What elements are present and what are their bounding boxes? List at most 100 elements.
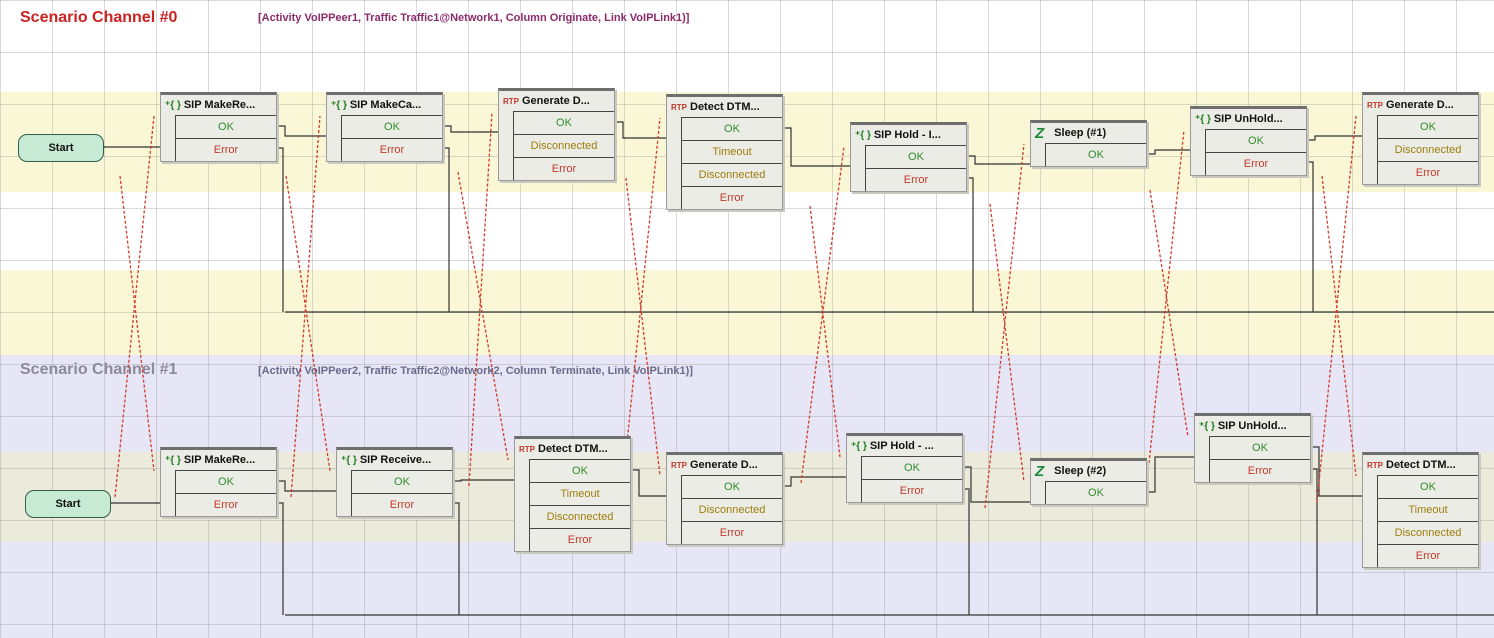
output-ok[interactable]: OK <box>866 145 966 168</box>
output-ok[interactable]: OK <box>176 115 276 138</box>
rtp-icon: RTP <box>503 96 519 106</box>
sync-line <box>468 111 493 487</box>
flow-line <box>1145 456 1194 493</box>
output-disconnected[interactable]: Disconnected <box>1378 138 1478 161</box>
output-error[interactable]: Error <box>352 493 452 516</box>
output-ok[interactable]: OK <box>1210 436 1310 459</box>
output-ok[interactable]: OK <box>352 470 452 493</box>
output-error[interactable]: Error <box>176 493 276 516</box>
output-ok[interactable]: OK <box>342 115 442 138</box>
rtp-icon: RTP <box>671 102 687 112</box>
output-disconnected[interactable]: Disconnected <box>530 505 630 528</box>
node-header: ⁺{ }SIP UnHold... <box>1191 109 1306 129</box>
sync-line <box>1316 115 1357 503</box>
node-title: SIP UnHold... <box>1217 420 1287 432</box>
sync-line <box>984 143 1025 509</box>
output-error[interactable]: Error <box>1378 161 1478 184</box>
node-title: SIP MakeCa... <box>349 99 422 111</box>
error-rail <box>451 502 460 615</box>
sip-icon: ⁺{ } <box>165 454 181 466</box>
channel1-start-node[interactable]: Start <box>25 490 111 518</box>
output-error[interactable]: Error <box>176 138 276 161</box>
output-ok[interactable]: OK <box>514 111 614 134</box>
output-disconnected[interactable]: Disconnected <box>1378 521 1478 544</box>
sync-line <box>809 205 841 458</box>
output-error[interactable]: Error <box>866 168 966 191</box>
output-error[interactable]: Error <box>682 521 782 544</box>
node-header: ⁺{ }SIP MakeRe... <box>161 450 276 470</box>
node-title: SIP MakeRe... <box>183 454 256 466</box>
node-title: SIP Receive... <box>359 454 432 466</box>
output-ok[interactable]: OK <box>1046 143 1146 166</box>
output-timeout[interactable]: Timeout <box>530 482 630 505</box>
output-timeout[interactable]: Timeout <box>1378 498 1478 521</box>
node-outputs: OK <box>1045 143 1146 166</box>
channel0-start-node[interactable]: Start <box>18 134 104 162</box>
flow-line <box>275 125 326 137</box>
output-ok[interactable]: OK <box>682 475 782 498</box>
sync-line <box>1321 175 1357 477</box>
output-ok[interactable]: OK <box>530 459 630 482</box>
output-error[interactable]: Error <box>342 138 442 161</box>
output-timeout[interactable]: Timeout <box>682 140 782 163</box>
error-rail <box>441 147 450 312</box>
sync-line <box>625 177 661 477</box>
flow-line <box>1145 149 1190 155</box>
rtp-icon: RTP <box>1367 460 1383 470</box>
sync-line <box>119 175 155 472</box>
output-ok[interactable]: OK <box>1378 115 1478 138</box>
output-error[interactable]: Error <box>862 479 962 502</box>
output-ok[interactable]: OK <box>1378 475 1478 498</box>
output-error[interactable]: Error <box>682 186 782 209</box>
node-title: Detect DTM... <box>538 443 608 455</box>
node-header: ⁺{ }SIP Hold - ... <box>847 436 962 456</box>
output-error[interactable]: Error <box>1378 544 1478 567</box>
output-ok[interactable]: OK <box>862 456 962 479</box>
output-ok[interactable]: OK <box>682 117 782 140</box>
node-header: ⁺{ }SIP UnHold... <box>1195 416 1310 436</box>
node-title: SIP UnHold... <box>1213 113 1283 125</box>
sip-icon: ⁺{ } <box>851 440 867 452</box>
sync-line <box>285 175 331 472</box>
output-ok[interactable]: OK <box>176 470 276 493</box>
output-disconnected[interactable]: Disconnected <box>514 134 614 157</box>
output-ok[interactable]: OK <box>1046 481 1146 504</box>
output-ok[interactable]: OK <box>1206 129 1306 152</box>
flow-line <box>781 476 846 487</box>
output-error[interactable]: Error <box>1210 459 1310 482</box>
output-disconnected[interactable]: Disconnected <box>682 163 782 186</box>
node-title: Sleep (#1) <box>1054 127 1107 139</box>
sleep-icon: Z <box>1035 462 1045 480</box>
sync-line <box>290 115 321 498</box>
output-disconnected[interactable]: Disconnected <box>682 498 782 521</box>
output-error[interactable]: Error <box>514 157 614 180</box>
node-header: ⁺{ }SIP MakeCa... <box>327 95 442 115</box>
rtp-icon: RTP <box>519 444 535 454</box>
output-error[interactable]: Error <box>530 528 630 551</box>
output-error[interactable]: Error <box>1206 152 1306 175</box>
